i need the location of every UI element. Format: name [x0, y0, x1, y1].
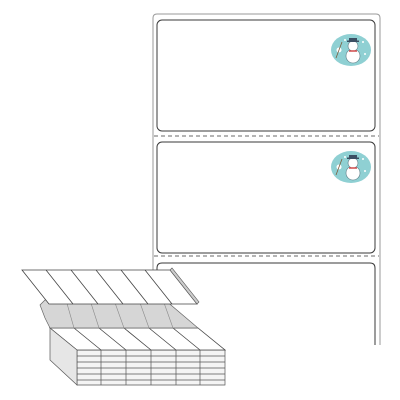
top-label-strip [21, 269, 198, 305]
strip-edge [169, 267, 200, 305]
snowman-icon [331, 34, 371, 66]
label-1 [156, 19, 376, 132]
snowman-icon [331, 151, 371, 183]
fanfold-stack [21, 267, 227, 386]
stack-top-face [48, 327, 227, 351]
label-2 [156, 141, 376, 254]
stack-left-side [49, 327, 78, 386]
label-3 [156, 262, 376, 345]
label-sheet [152, 13, 381, 345]
stack-pile [76, 349, 226, 386]
